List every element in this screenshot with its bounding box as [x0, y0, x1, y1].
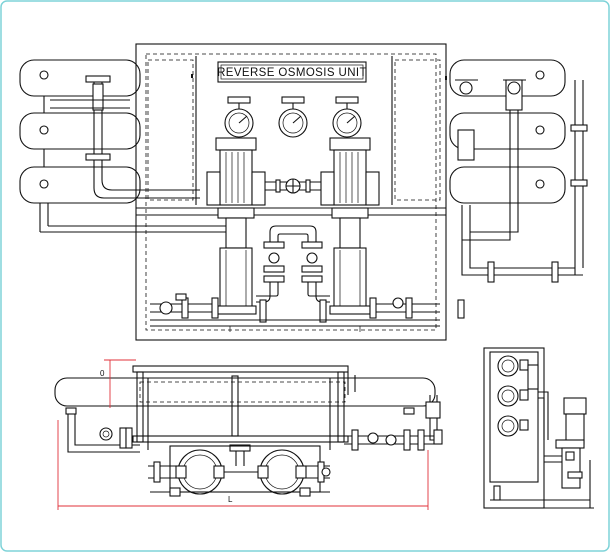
dimension-height: 0	[100, 359, 136, 408]
pressure-gauge	[332, 96, 362, 138]
pump-body-left	[215, 207, 257, 315]
pump-body-right	[329, 207, 371, 315]
plan-pump-left	[175, 449, 225, 495]
left-side-piping	[50, 75, 200, 199]
dimension-length: L	[57, 420, 429, 510]
front-view: REVERSE OSMOSIS UNIT	[19, 43, 588, 341]
length-dimension-label: L	[228, 495, 233, 504]
main-frame	[135, 43, 447, 341]
membrane-vessels-left	[19, 59, 230, 233]
side-vessel-end	[497, 355, 519, 377]
side-view	[483, 347, 594, 509]
side-vessel-end	[497, 415, 519, 437]
center-valve	[265, 178, 321, 194]
center-piping	[256, 225, 330, 323]
pressure-gauges	[224, 96, 362, 138]
side-vessel-end	[497, 385, 519, 407]
pump-motor-right	[320, 137, 380, 206]
plan-pump-right	[257, 449, 307, 495]
panel-title: REVERSE OSMOSIS UNIT	[217, 67, 367, 79]
pressure-gauge	[278, 96, 308, 138]
plan-view: 0 L	[54, 359, 443, 510]
membrane-vessels-right	[449, 59, 588, 319]
pressure-gauge	[224, 96, 254, 138]
pump-motor-left	[206, 137, 266, 206]
bottom-manifold	[150, 293, 440, 332]
title-plate: REVERSE OSMOSIS UNIT	[217, 61, 367, 83]
height-dimension-label: 0	[100, 369, 105, 378]
